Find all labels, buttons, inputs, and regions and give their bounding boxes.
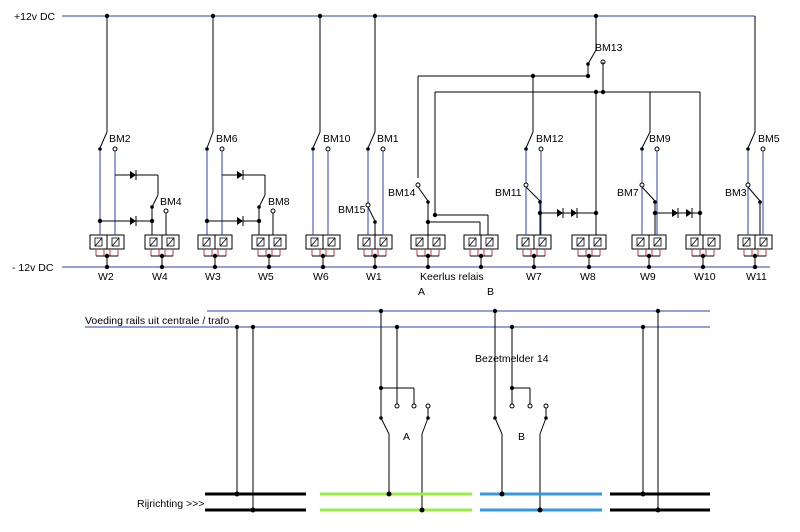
supply-junctions [104, 13, 599, 19]
label-bm15: BM15 [338, 204, 366, 216]
secondary-switch [415, 182, 430, 235]
relay-coil-w4 [144, 234, 180, 270]
relay-coil-w6 [305, 234, 341, 270]
contact-a-label: A [403, 431, 410, 443]
relay-coil-w8 [571, 234, 607, 270]
direction-label: Rijrichting >>> [137, 498, 204, 510]
relay-label-w6: W6 [313, 271, 329, 283]
relay-label-w3: W3 [205, 271, 221, 283]
track-rails [205, 491, 710, 513]
relay-label-w4: W4 [152, 271, 168, 283]
relay-label-w11: W11 [746, 271, 767, 283]
label-bm7: BM7 [617, 187, 639, 199]
relay-coil-w1 [357, 234, 393, 270]
lower-circuit: Voeding rails uit centrale / trafo [85, 308, 710, 513]
relay-coil-keerlus-a [410, 234, 446, 270]
keerlus-a-label: A [418, 286, 425, 298]
label-bm13: BM13 [595, 42, 623, 54]
relay-coil-keerlus-b [463, 234, 499, 270]
relay-switch-contact [746, 131, 766, 235]
contact-b-label: B [518, 431, 525, 443]
label-bm4: BM4 [160, 196, 182, 208]
label-bm14: BM14 [388, 187, 416, 199]
label-bm8: BM8 [268, 196, 290, 208]
secondary-switch [745, 182, 762, 235]
relay-groups [89, 131, 773, 270]
detector-label: Bezetmelder 14 [475, 353, 549, 365]
relay-coil-w2 [89, 234, 125, 270]
negative-rail-label: - 12v DC [12, 262, 54, 274]
relay-labels: W2 W4 W3 W5 W6 W1 Keerlus relais W7 W8 W… [98, 271, 767, 298]
relay-label-w8: W8 [580, 271, 596, 283]
relay-coil-w9 [631, 234, 667, 270]
relay-coil-w3 [197, 234, 233, 270]
diode-symbols [130, 170, 693, 226]
relay-coil-w11 [737, 234, 773, 270]
sub-switches [97, 170, 703, 235]
relay-label-w7: W7 [526, 271, 542, 283]
secondary-switch [523, 182, 542, 235]
upper-circuit: +12v DC - 12v DC [12, 11, 780, 298]
relay-switch-contact [366, 131, 386, 235]
relay-label-w2: W2 [98, 271, 114, 283]
relay-coil-w10 [685, 234, 721, 270]
relay-coil-w5 [251, 234, 287, 270]
keerlus-b-label: B [487, 286, 494, 298]
relay-label-w5: W5 [258, 271, 274, 283]
label-bm3: BM3 [725, 187, 747, 199]
bm13-distribution [417, 49, 701, 235]
supply-label: Voeding rails uit centrale / trafo [85, 315, 229, 327]
relay-switch-contact [524, 131, 544, 235]
positive-rail-label: +12v DC [14, 11, 56, 23]
supply-drops [106, 16, 756, 132]
label-bm11: BM11 [495, 187, 522, 199]
relay-label-keerlus: Keerlus relais [420, 271, 484, 283]
label-bm1: BM1 [377, 133, 399, 145]
label-bm12: BM12 [536, 133, 564, 145]
relay-switch-contact [311, 131, 331, 235]
switch-labels: BM2 BM4 BM6 BM8 BM10 BM1 BM15 BM14 BM13 … [109, 42, 780, 216]
lower-wiring [234, 308, 661, 510]
label-bm5: BM5 [758, 133, 780, 145]
relay-coil-w7 [516, 234, 552, 270]
label-bm2: BM2 [109, 133, 131, 145]
label-bm9: BM9 [649, 133, 671, 145]
relay-label-w1: W1 [366, 271, 382, 283]
secondary-switch [639, 182, 657, 235]
label-bm6: BM6 [216, 133, 238, 145]
secondary-switch [365, 202, 377, 235]
relay-label-w10: W10 [694, 271, 716, 283]
relay-label-w9: W9 [640, 271, 656, 283]
label-bm10: BM10 [323, 133, 351, 145]
relay-switch-contact [640, 131, 660, 235]
